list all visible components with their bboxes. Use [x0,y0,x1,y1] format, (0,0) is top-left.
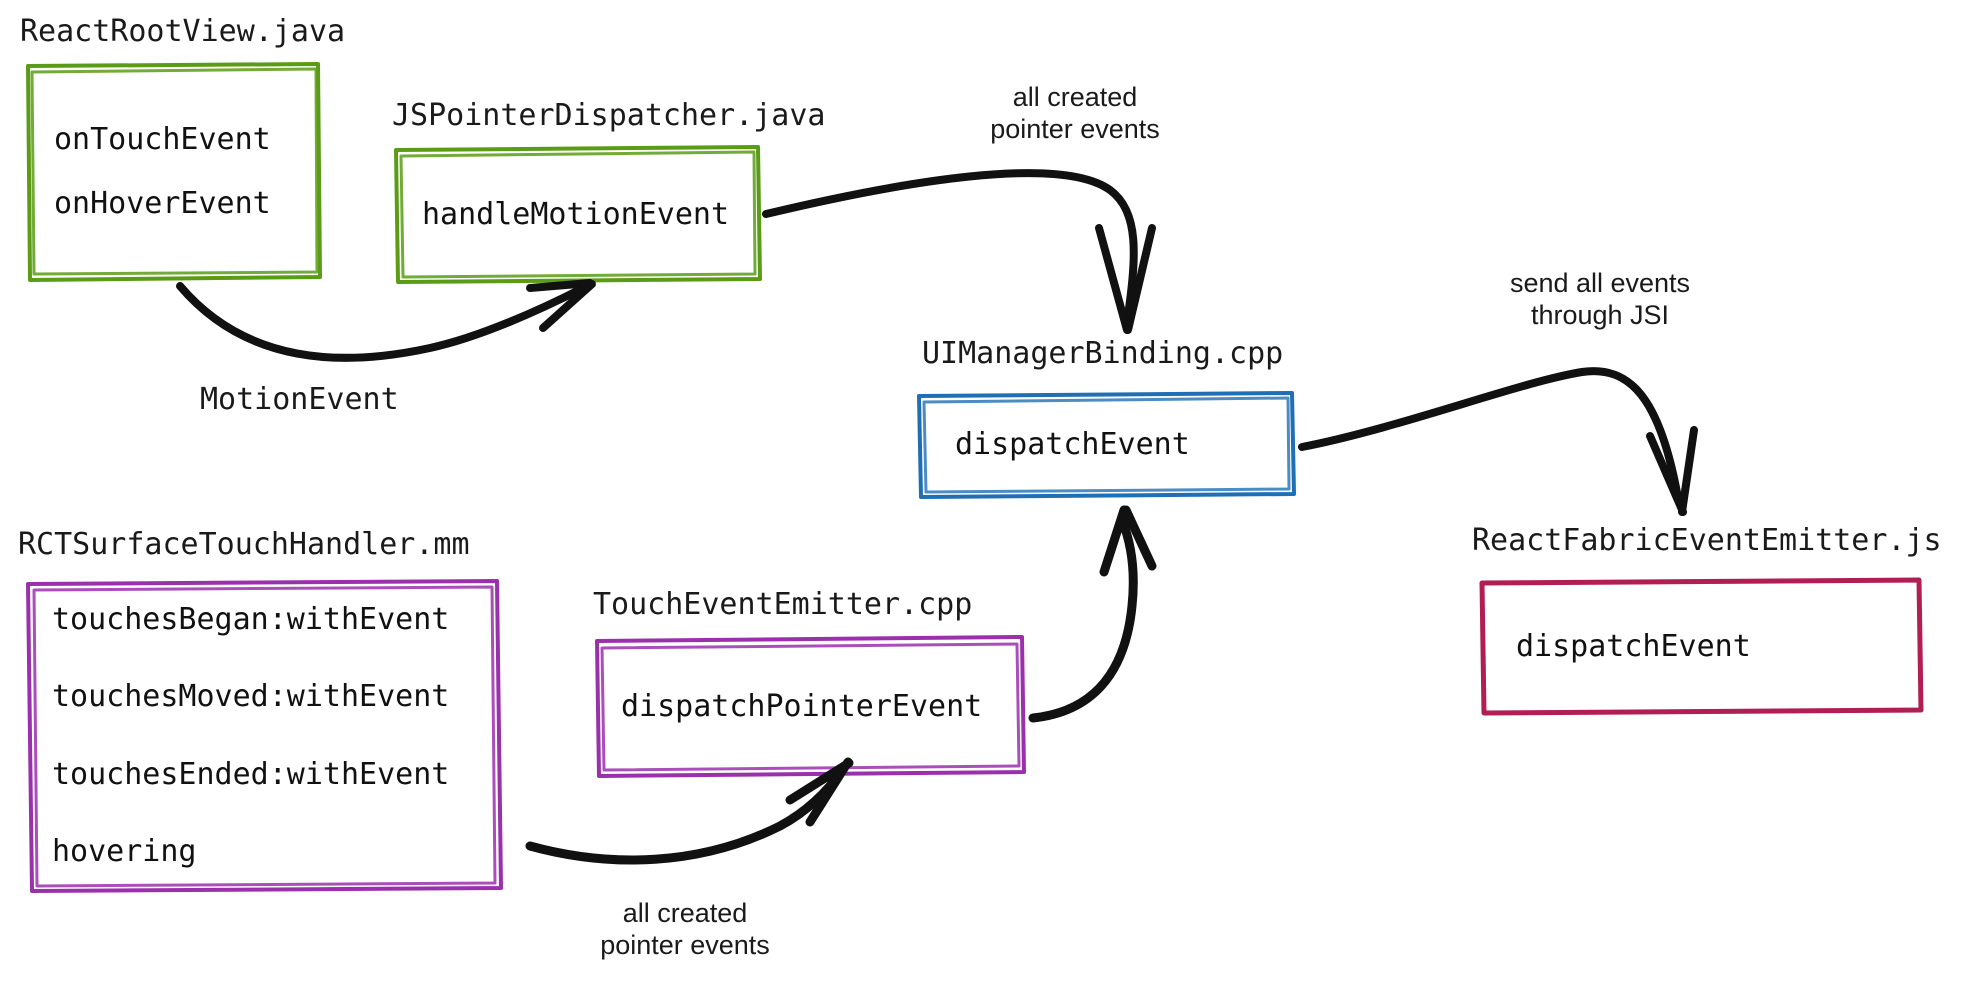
edge-label-jsi: send all events through JSI [1509,268,1691,330]
arrow-jsi [1298,367,1698,516]
node-react-fabric-event-emitter[interactable]: dispatchEvent [1482,580,1921,713]
edge-label-motion-event: MotionEvent [200,382,399,417]
node-react-root-view[interactable]: onTouchEvent onHoverEvent [28,64,320,280]
node-line-touches-began: touchesBegan:withEvent [52,601,450,637]
edge-label-android-pointer-events: all created pointer events [990,82,1160,144]
node-line-hovering: hovering [52,834,197,870]
node-line-touches-moved: touchesMoved:withEvent [52,679,450,715]
node-line-dispatch-event-cpp: dispatchEvent [955,427,1190,462]
node-touch-event-emitter[interactable]: dispatchPointerEvent [597,637,1024,776]
file-label-js-pointer-dispatcher: JSPointerDispatcher.java [392,98,826,133]
file-label-react-root-view: ReactRootView.java [20,14,346,49]
node-rct-surface-touch-handler[interactable]: touchesBegan:withEvent touchesMoved:with… [28,581,501,891]
node-line-on-hover-event: onHoverEvent [54,186,271,221]
arrow-ios-pointer-events [525,757,854,865]
node-line-dispatch-event-js: dispatchEvent [1516,628,1751,664]
node-line-touches-ended: touchesEnded:withEvent [52,756,450,792]
arrow-android-pointer-events [762,169,1156,334]
file-label-touch-event-emitter: TouchEventEmitter.cpp [593,587,973,622]
file-label-ui-manager-binding: UIManagerBinding.cpp [922,336,1284,371]
edge-label-ios-pointer-events: all created pointer events [600,898,770,960]
arrow-touch-to-uimanager [1028,505,1157,723]
arrow-motion-event [176,279,596,362]
file-label-react-fabric-event-emitter: ReactFabricEventEmitter.js [1472,523,1942,558]
node-line-on-touch-event: onTouchEvent [54,122,271,157]
node-line-handle-motion-event: handleMotionEvent [422,196,730,232]
node-ui-manager-binding[interactable]: dispatchEvent [919,393,1294,497]
node-line-dispatch-pointer-event: dispatchPointerEvent [621,688,983,724]
file-label-rct-surface-touch-handler: RCTSurfaceTouchHandler.mm [18,527,470,562]
node-js-pointer-dispatcher[interactable]: handleMotionEvent [396,147,760,282]
